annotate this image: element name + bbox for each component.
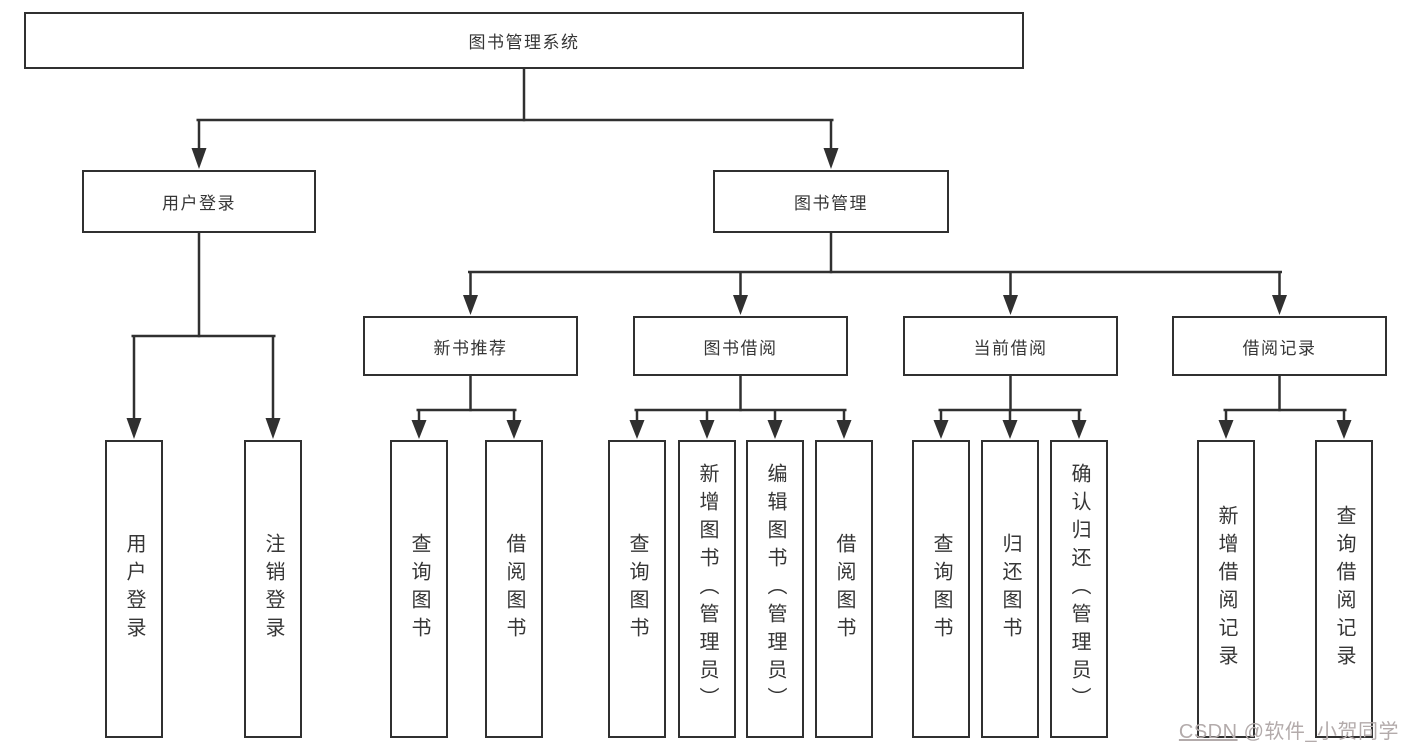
leaf-user-login-label: 用户登录 — [123, 533, 145, 645]
leaf-logout: 注销登录 — [244, 440, 302, 738]
connector-book-borrow-children — [629, 376, 852, 439]
leaf-query-books-recommend: 查询图书 — [390, 440, 448, 738]
leaf-logout-label: 注销登录 — [262, 533, 284, 645]
leaf-query-books-recommend-label: 查询图书 — [408, 533, 430, 645]
connector-current-borrow-children — [933, 376, 1087, 439]
leaf-edit-book-admin: 编辑图书（管理员） — [746, 440, 804, 738]
leaf-borrow-books: 借阅图书 — [815, 440, 873, 738]
leaf-query-borrow-record-label: 查询借阅记录 — [1333, 505, 1355, 673]
leaf-user-login: 用户登录 — [105, 440, 163, 738]
watermark-user: @软件_小贺同学 — [1243, 721, 1399, 743]
leaf-query-borrow-record: 查询借阅记录 — [1315, 440, 1373, 738]
connector-borrow-record-children — [1218, 376, 1352, 439]
leaf-add-book-admin: 新增图书（管理员） — [678, 440, 736, 738]
connector-user-login-children — [126, 233, 281, 439]
connector-book-management-children — [463, 233, 1287, 315]
leaf-query-books-borrow-label: 查询图书 — [626, 533, 648, 645]
leaf-query-books-current-label: 查询图书 — [930, 533, 952, 645]
node-current-borrow: 当前借阅 — [903, 316, 1118, 376]
leaf-confirm-return-admin-label: 确认归还（管理员） — [1068, 463, 1090, 715]
node-book-borrow: 图书借阅 — [633, 316, 848, 376]
node-library-management-system: 图书管理系统 — [24, 12, 1024, 69]
node-borrow-records-label: 借阅记录 — [1242, 338, 1317, 358]
node-new-book-recommend: 新书推荐 — [363, 316, 578, 376]
connector-new-book-children — [411, 376, 522, 439]
node-borrow-records: 借阅记录 — [1172, 316, 1387, 376]
leaf-borrow-books-recommend: 借阅图书 — [485, 440, 543, 738]
leaf-confirm-return-admin: 确认归还（管理员） — [1050, 440, 1108, 738]
node-current-borrow-label: 当前借阅 — [973, 338, 1048, 358]
leaf-add-borrow-record: 新增借阅记录 — [1197, 440, 1255, 738]
leaf-return-book-label: 归还图书 — [999, 533, 1021, 645]
node-book-borrow-label: 图书借阅 — [703, 338, 778, 358]
node-library-management-system-label: 图书管理系统 — [468, 33, 580, 52]
node-book-management: 图书管理 — [713, 170, 949, 233]
leaf-add-borrow-record-label: 新增借阅记录 — [1215, 505, 1237, 673]
leaf-query-books-borrow: 查询图书 — [608, 440, 666, 738]
leaf-return-book: 归还图书 — [981, 440, 1039, 738]
leaf-add-book-admin-label: 新增图书（管理员） — [696, 463, 718, 715]
connector-root-to-level2 — [191, 69, 839, 169]
leaf-query-books-current: 查询图书 — [912, 440, 970, 738]
node-book-management-label: 图书管理 — [794, 194, 868, 213]
watermark: CSDN@软件_小贺同学 — [1179, 715, 1399, 744]
leaf-borrow-books-label: 借阅图书 — [833, 533, 855, 645]
leaf-borrow-books-recommend-label: 借阅图书 — [503, 533, 525, 645]
node-user-login: 用户登录 — [82, 170, 316, 233]
node-new-book-recommend-label: 新书推荐 — [433, 338, 508, 358]
node-user-login-label: 用户登录 — [162, 194, 236, 213]
watermark-site: CSDN — [1178, 721, 1238, 743]
leaf-edit-book-admin-label: 编辑图书（管理员） — [764, 463, 786, 715]
